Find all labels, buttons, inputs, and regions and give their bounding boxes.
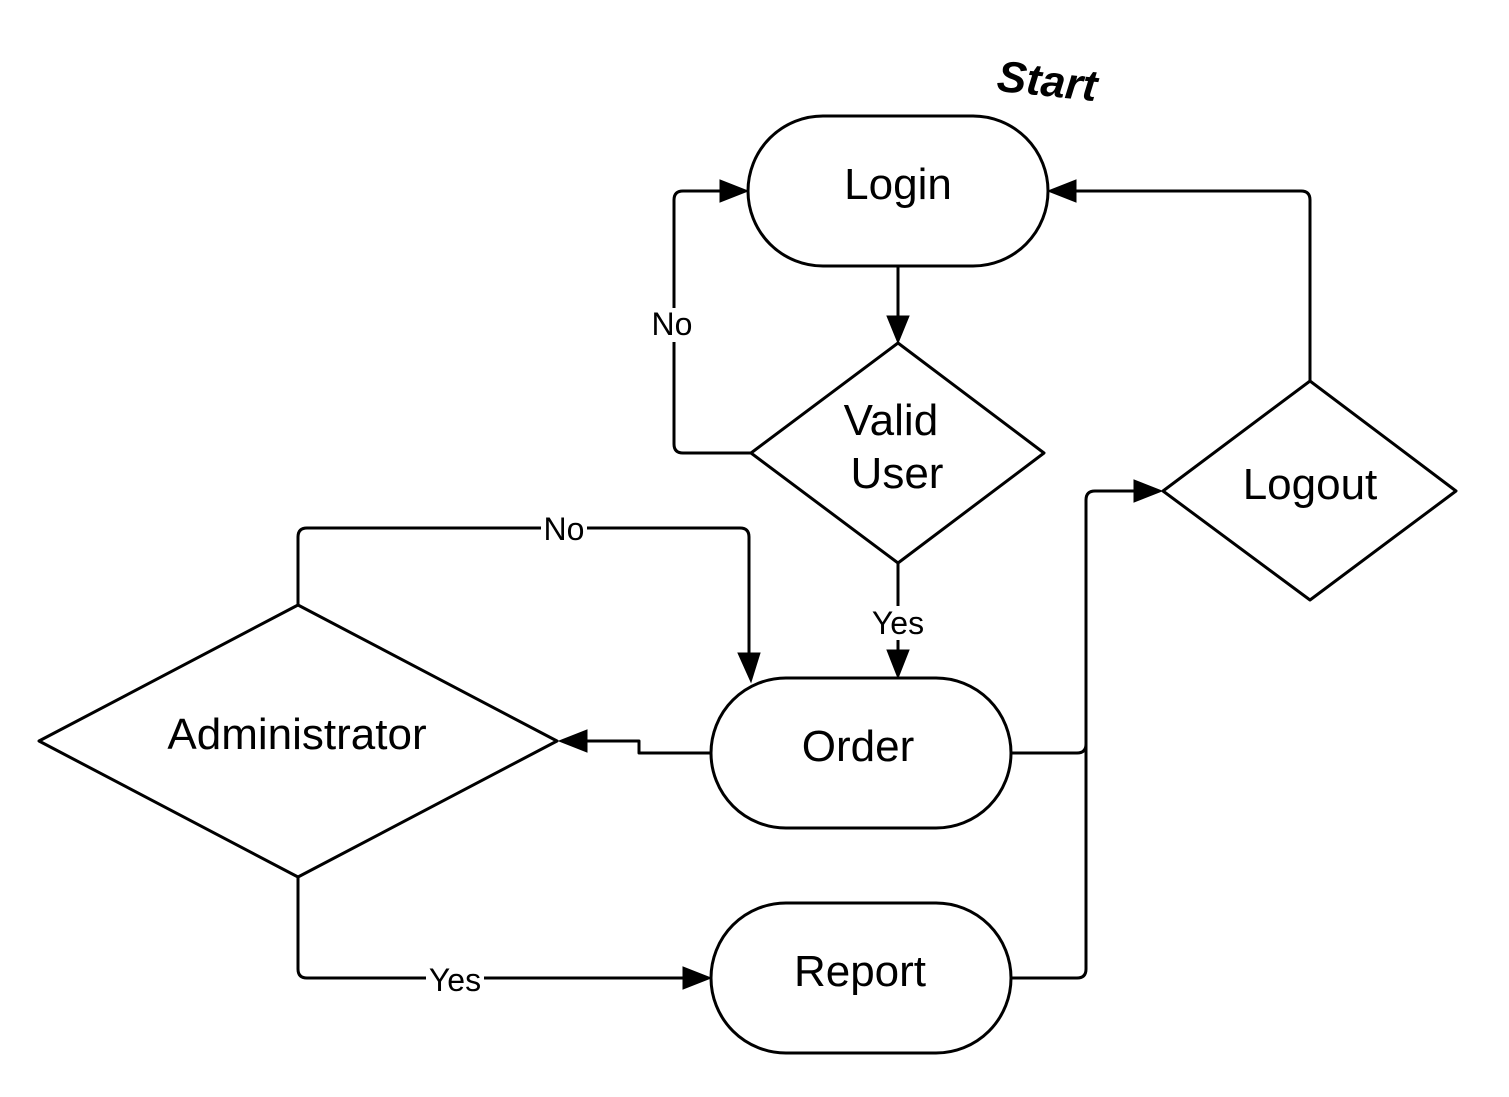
arrowhead-into-administrator	[557, 729, 588, 753]
administrator-node	[37, 603, 559, 879]
start-label: Start	[995, 52, 1102, 111]
arrowhead-into-logout	[1133, 479, 1164, 503]
logout-label: Logout	[1243, 460, 1378, 509]
edge-label-valid-user-no: No	[652, 306, 693, 342]
valid-user-label-line1: Valid	[844, 396, 939, 445]
edge-label-admin-yes: Yes	[429, 962, 481, 998]
login-node	[746, 114, 1050, 268]
edge-report-to-logout	[1011, 744, 1088, 980]
edge-order-to-logout	[1011, 489, 1136, 755]
arrowhead-into-order-top	[886, 649, 910, 680]
edge-order-to-administrator	[585, 739, 711, 755]
arrowhead-into-order-left-top	[737, 652, 761, 684]
administrator-label: Administrator	[167, 710, 426, 759]
arrowhead-into-report	[682, 966, 713, 990]
arrowhead-into-login-left	[719, 179, 750, 203]
arrowhead-into-login-right	[1046, 179, 1077, 203]
login-label: Login	[844, 160, 952, 209]
order-node	[709, 676, 1013, 830]
logout-node	[1161, 379, 1458, 602]
report-label: Report	[794, 947, 926, 996]
edge-label-admin-no: No	[544, 511, 585, 547]
report-node	[709, 901, 1013, 1055]
valid-user-label-line2: User	[851, 449, 944, 498]
valid-user-label: Valid User	[844, 396, 951, 498]
order-label: Order	[802, 722, 914, 771]
arrowhead-into-valid-user	[886, 315, 910, 345]
edge-admin-no-to-order	[296, 526, 751, 655]
edge-logout-to-login	[1074, 189, 1312, 381]
valid-user-node	[749, 341, 1046, 565]
edge-label-valid-user-yes: Yes	[872, 605, 924, 641]
edge-admin-yes-to-report	[296, 877, 685, 980]
